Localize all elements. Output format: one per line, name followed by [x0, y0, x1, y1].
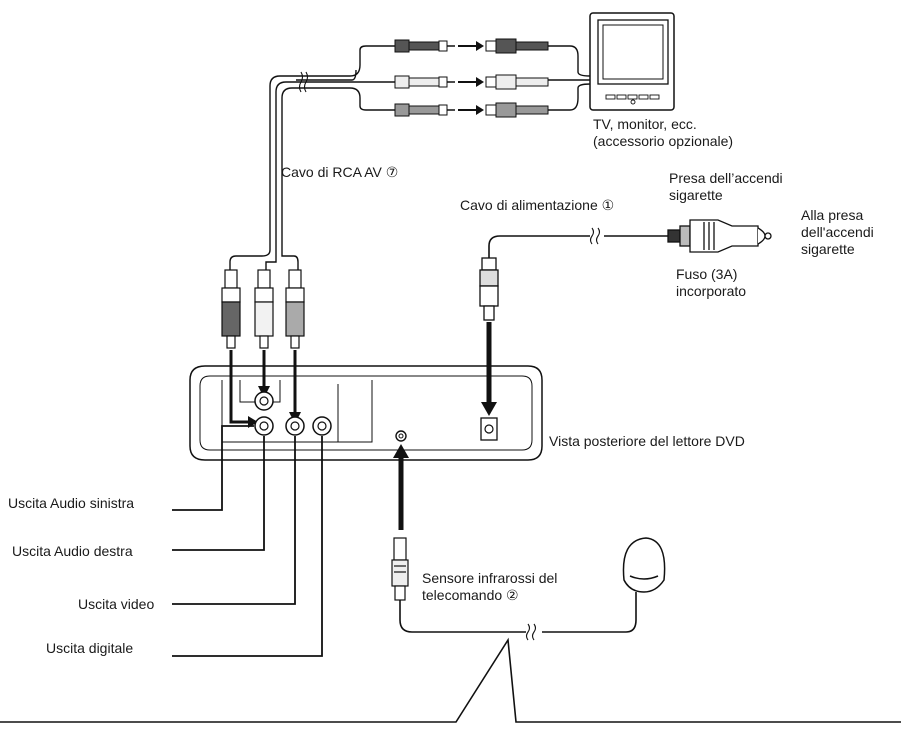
- ir-mini-plug: [391, 537, 409, 601]
- rca-plugs-top: [394, 38, 549, 118]
- rear-view-label: Vista posteriore del lettore DVD: [549, 433, 745, 449]
- fuse-label-2: incorporato: [676, 283, 747, 299]
- to-socket-label-3: sigarette: [801, 241, 855, 257]
- rca-cable-label: Cavo di RCA AV ⑦: [281, 164, 399, 180]
- dvd-jacks: [254, 391, 498, 442]
- callout-lines: [172, 425, 323, 657]
- tv-monitor-label: TV, monitor, ecc.: [593, 116, 697, 132]
- power-cable: [488, 235, 668, 258]
- rca-plugs-bottom: [221, 269, 305, 349]
- digital-out-label: Uscita digitale: [46, 640, 134, 656]
- cable-break-power: [589, 227, 601, 245]
- power-plug: [479, 257, 499, 321]
- video-out-label: Uscita video: [78, 596, 155, 612]
- power-cable-label: Cavo di alimentazione ①: [460, 197, 615, 213]
- to-socket-label-1: Alla presa: [801, 207, 864, 223]
- rca-cable-top: [229, 45, 591, 270]
- cable-break-rca: [298, 71, 309, 93]
- to-socket-label-2: dell'accendi: [801, 224, 874, 240]
- cigarette-socket-label-1: Presa dell’accendi: [669, 170, 783, 186]
- ir-cable: [399, 592, 637, 633]
- bottom-callout: [0, 637, 901, 723]
- audio-left-label: Uscita Audio sinistra: [8, 495, 135, 511]
- audio-right-label: Uscita Audio destra: [12, 543, 133, 559]
- ir-sensor: [622, 537, 666, 593]
- tv-accessory-label: (accessorio opzionale): [593, 133, 734, 149]
- fuse-label-1: Fuso (3A): [676, 266, 738, 282]
- ir-sensor-label-1: Sensore infrarossi del: [422, 570, 558, 586]
- rca-insert-arrows: [229, 350, 297, 424]
- tv-monitor: [589, 12, 675, 111]
- cigarette-plug: [667, 219, 772, 253]
- cigarette-socket-label-2: sigarette: [669, 187, 723, 203]
- ir-sensor-label-2: telecomando ②: [422, 587, 519, 603]
- cable-break-ir: [525, 623, 537, 641]
